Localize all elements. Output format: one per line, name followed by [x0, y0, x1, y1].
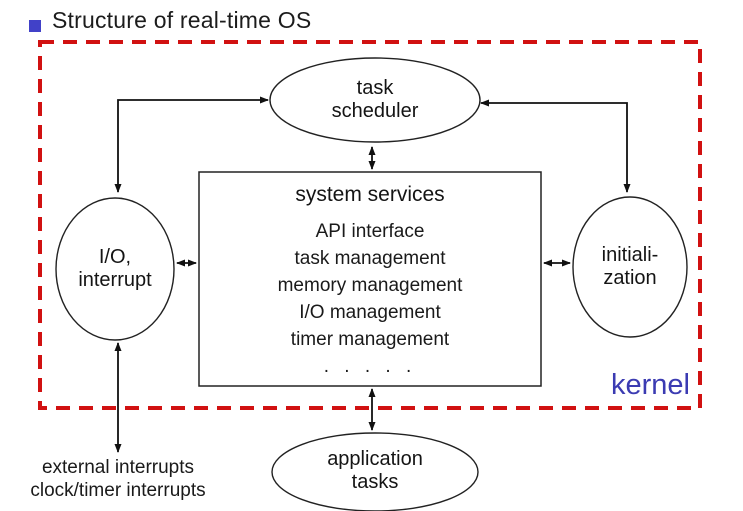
system-services-list: API interface task management memory man… [199, 218, 541, 380]
list-item: timer management [290, 329, 450, 350]
task-scheduler-line1: task [356, 77, 394, 99]
io-interrupt-line1: I/O, [98, 246, 132, 268]
list-item: task management [294, 248, 446, 269]
page-title: Structure of real-time OS [52, 7, 312, 33]
system-services-content: system services API interface task manag… [199, 172, 541, 386]
application-tasks-ellipse [271, 432, 479, 511]
list-item: memory management [277, 275, 463, 296]
external-interrupts-line1: external interrupts [41, 457, 195, 478]
kernel-boundary [38, 40, 702, 410]
io-interrupt-label: I/O, interrupt [78, 246, 151, 292]
initialization-line2: zation [603, 267, 657, 289]
arrow-scheduler-io [114, 96, 269, 193]
application-tasks-label: application tasks [327, 448, 423, 494]
io-interrupt-ellipse [55, 197, 175, 341]
arrow-scheduler-initialization [480, 99, 631, 193]
application-tasks-line1: application [327, 448, 423, 470]
task-scheduler-line2: scheduler [331, 100, 419, 122]
external-interrupts-line2: clock/timer interrupts [30, 480, 206, 501]
initialization-line1: initiali- [601, 244, 659, 266]
application-tasks-line2: tasks [351, 471, 399, 493]
kernel-label: kernel [611, 369, 690, 401]
io-interrupt-line2: interrupt [78, 269, 152, 291]
external-interrupts-caption: external interrupts clock/timer interrup… [3, 456, 233, 502]
system-services-title: system services [295, 183, 445, 206]
title-bullet-icon [29, 20, 41, 32]
initialization-ellipse [572, 196, 688, 338]
task-scheduler-label: task scheduler [332, 77, 419, 123]
system-services-box [198, 171, 542, 387]
list-item-ellipsis: . . . . . [323, 356, 417, 377]
list-item: API interface [315, 221, 425, 242]
initialization-label: initiali- zation [602, 244, 659, 290]
list-item: I/O management [299, 302, 441, 323]
